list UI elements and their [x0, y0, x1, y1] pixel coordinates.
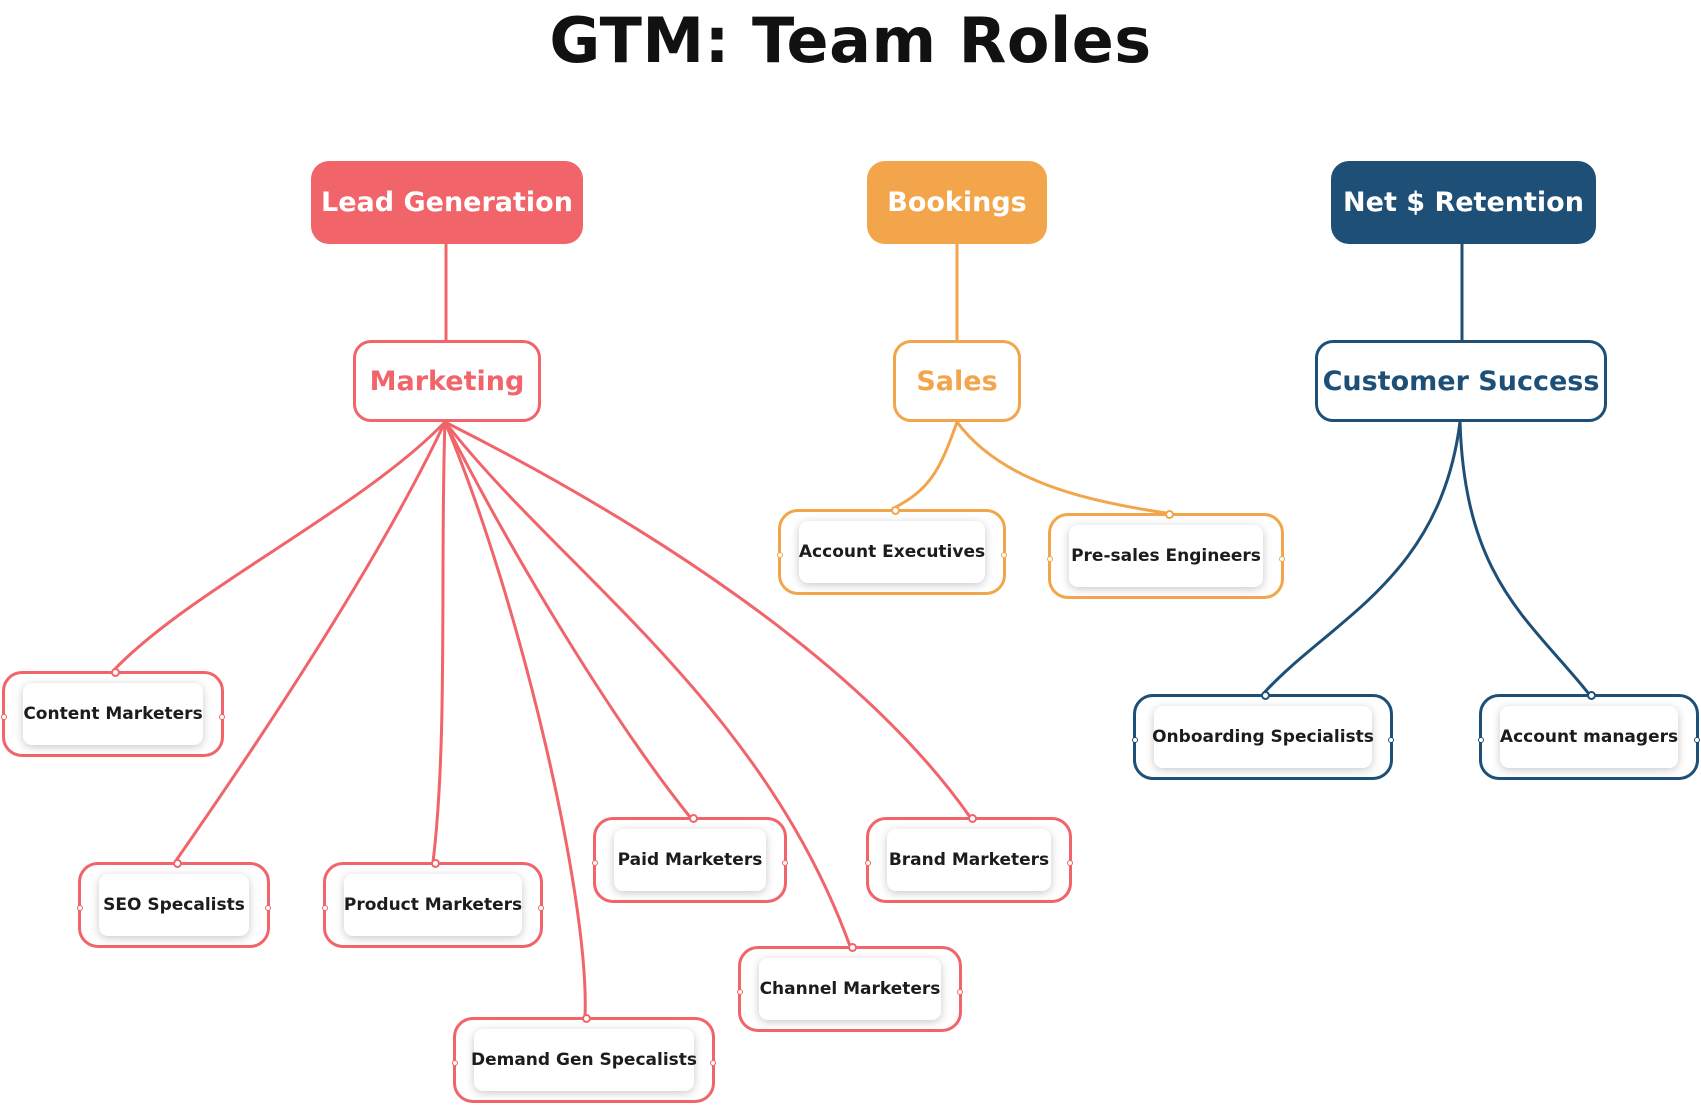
role-label: Account managers [1500, 706, 1678, 768]
page-title: GTM: Team Roles [549, 4, 1152, 77]
role-account-managers[interactable]: Account managers [1478, 691, 1700, 780]
role-demand-gen-specalists[interactable]: Demand Gen Specalists [452, 1014, 716, 1103]
role-seo-specalists[interactable]: SEO Specalists [77, 859, 271, 948]
team-sales[interactable]: Sales [893, 340, 1021, 422]
connector-dot [968, 814, 977, 823]
role-label: Brand Marketers [887, 829, 1051, 891]
side-port [1388, 737, 1394, 743]
connector-dot [1587, 691, 1596, 700]
connector-cs-account-managers [1458, 421, 1591, 695]
side-port [1047, 556, 1053, 562]
connector-cs-onboarding [1261, 421, 1462, 696]
goal-net-retention[interactable]: Net $ Retention [1331, 161, 1596, 244]
connector-dot [173, 859, 182, 868]
connector-marketing-brand [444, 420, 972, 818]
goal-lead-generation[interactable]: Lead Generation [311, 161, 583, 244]
connector-marketing-product [431, 421, 447, 863]
role-label: Pre-sales Engineers [1069, 525, 1263, 587]
side-port [452, 1060, 458, 1066]
side-port [265, 905, 271, 911]
role-channel-marketers[interactable]: Channel Marketers [737, 943, 963, 1032]
role-label: Channel Marketers [759, 958, 941, 1020]
connector-marketing-content-marketers [111, 420, 447, 673]
role-label: Account Executives [799, 521, 985, 583]
side-port [957, 989, 963, 995]
side-port [777, 552, 783, 558]
team-marketing[interactable]: Marketing [353, 340, 541, 422]
connector-dot [689, 814, 698, 823]
role-brand-marketers[interactable]: Brand Marketers [865, 814, 1073, 903]
side-port [1694, 737, 1700, 743]
connector-sales-account-executives [891, 421, 959, 511]
side-port [1478, 737, 1484, 743]
team-label: Sales [916, 365, 998, 397]
connector-dot [431, 859, 440, 868]
goal-bookings[interactable]: Bookings [867, 161, 1047, 244]
role-paid-marketers[interactable]: Paid Marketers [592, 814, 788, 903]
side-port [1279, 556, 1285, 562]
side-port [782, 860, 788, 866]
side-port [77, 905, 83, 911]
connector-marketing-demand-gen [443, 421, 587, 1018]
side-port [865, 860, 871, 866]
team-customer-success[interactable]: Customer Success [1315, 340, 1607, 422]
side-port [1067, 860, 1073, 866]
role-label: Product Marketers [344, 874, 522, 936]
connector-marketing-paid [443, 421, 692, 818]
connector-dot [848, 943, 857, 952]
side-port [710, 1060, 716, 1066]
side-port [1, 714, 7, 720]
role-label: Content Marketers [23, 683, 203, 745]
connector-sales-pre-sales [955, 421, 1167, 515]
role-label: SEO Specalists [99, 874, 249, 936]
side-port [219, 714, 225, 720]
side-port [538, 905, 544, 911]
role-label: Paid Marketers [614, 829, 766, 891]
connector-marketing-channel [443, 421, 852, 947]
side-port [1132, 737, 1138, 743]
role-product-marketers[interactable]: Product Marketers [322, 859, 544, 948]
connector-dot [582, 1014, 591, 1023]
connector-dot [891, 506, 900, 515]
role-onboarding-specialists[interactable]: Onboarding Specialists [1132, 691, 1394, 780]
connector-dot [111, 668, 120, 677]
goal-label: Bookings [887, 187, 1027, 218]
side-port [322, 905, 328, 911]
team-label: Customer Success [1322, 365, 1600, 397]
side-port [737, 989, 743, 995]
goal-label: Lead Generation [321, 187, 573, 218]
side-port [592, 860, 598, 866]
role-label: Demand Gen Specalists [471, 1029, 697, 1091]
connector-dot [1261, 691, 1270, 700]
goal-label: Net $ Retention [1343, 187, 1584, 218]
role-label: Onboarding Specialists [1152, 706, 1374, 768]
connector-dot [1165, 510, 1174, 519]
connector-marketing-seo [173, 421, 447, 863]
team-label: Marketing [369, 365, 525, 397]
side-port [1001, 552, 1007, 558]
role-account-executives[interactable]: Account Executives [777, 506, 1007, 595]
role-content-marketers[interactable]: Content Marketers [1, 668, 225, 757]
role-pre-sales-engineers[interactable]: Pre-sales Engineers [1047, 510, 1285, 599]
